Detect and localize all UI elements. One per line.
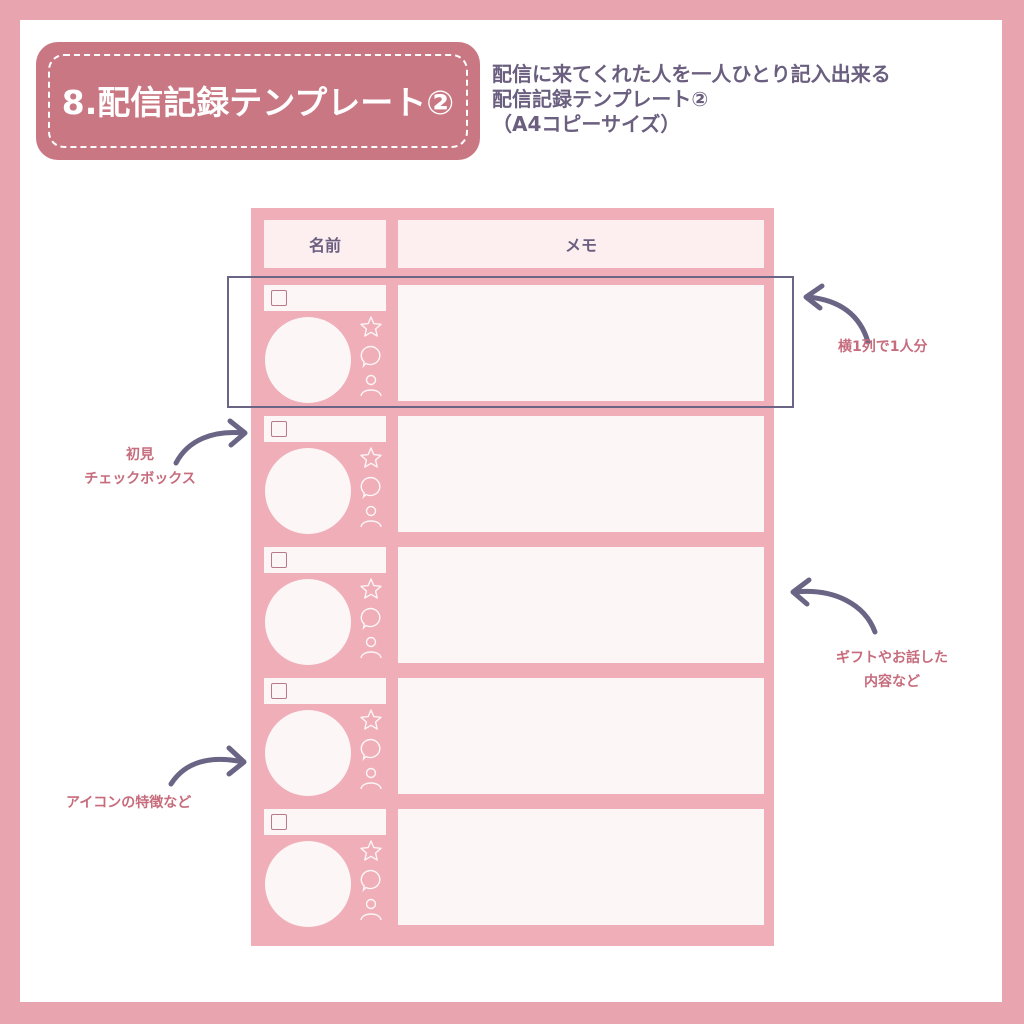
row-icons	[359, 446, 385, 533]
star-icon	[359, 577, 385, 601]
person-icon	[359, 766, 385, 790]
first-time-checkbox[interactable]	[271, 552, 287, 568]
template-row	[251, 678, 774, 809]
avatar-circle	[265, 579, 351, 665]
person-icon	[359, 897, 385, 921]
speech-bubble-icon	[359, 606, 385, 630]
description-line-2: 配信記録テンプレート②	[492, 87, 709, 111]
speech-bubble-icon	[359, 868, 385, 892]
row-icons	[359, 577, 385, 664]
star-icon	[359, 708, 385, 732]
person-icon	[359, 635, 385, 659]
avatar-circle	[265, 317, 351, 403]
template-row	[251, 809, 774, 940]
row-icons	[359, 839, 385, 926]
template-row	[251, 285, 774, 416]
description-line-3: （A4コピーサイズ）	[492, 112, 681, 136]
annotation-gift-talk-line-1: ギフトやお話した	[836, 650, 948, 666]
description: 配信に来てくれた人を一人ひとり記入出来る 配信記録テンプレート② （A4コピーサ…	[492, 62, 891, 137]
memo-field[interactable]	[398, 285, 764, 401]
annotation-first-time-checkbox: 初見 チェックボックス	[70, 443, 210, 491]
record-template-sheet: 名前 メモ	[251, 208, 774, 946]
memo-field[interactable]	[398, 416, 764, 532]
row-icons	[359, 708, 385, 795]
avatar-circle	[265, 841, 351, 927]
memo-field[interactable]	[398, 809, 764, 925]
annotation-first-time-line-1: 初見	[126, 447, 154, 463]
arrow-icon-avatar	[168, 745, 247, 787]
dashed-border	[48, 54, 468, 148]
template-row	[251, 416, 774, 547]
first-time-checkbox[interactable]	[271, 814, 287, 830]
page-title: 8.配信記録テンプレート②	[61, 83, 455, 122]
first-time-checkbox[interactable]	[271, 421, 287, 437]
first-time-checkbox[interactable]	[271, 683, 287, 699]
annotation-gift-talk-line-2: 内容など	[864, 674, 920, 690]
star-icon	[359, 315, 385, 339]
header-memo: メモ	[398, 220, 764, 268]
row-icons	[359, 315, 385, 402]
first-time-checkbox[interactable]	[271, 290, 287, 306]
description-line-1: 配信に来てくれた人を一人ひとり記入出来る	[492, 62, 891, 86]
memo-field[interactable]	[398, 547, 764, 663]
speech-bubble-icon	[359, 475, 385, 499]
star-icon	[359, 839, 385, 863]
person-icon	[359, 504, 385, 528]
arrow-icon-row	[803, 283, 871, 345]
star-icon	[359, 446, 385, 470]
header-name: 名前	[264, 220, 386, 268]
annotation-gift-talk: ギフトやお話した 内容など	[812, 646, 972, 694]
speech-bubble-icon	[359, 344, 385, 368]
annotation-one-row-per-person: 横1列で1人分	[838, 339, 928, 355]
speech-bubble-icon	[359, 737, 385, 761]
annotation-icon-features: アイコンの特徴など	[66, 795, 192, 811]
arrow-icon-memo	[790, 577, 878, 635]
person-icon	[359, 373, 385, 397]
annotation-first-time-line-2: チェックボックス	[84, 471, 196, 487]
avatar-circle	[265, 710, 351, 796]
row-highlight-box	[227, 276, 794, 408]
memo-field[interactable]	[398, 678, 764, 794]
arrow-icon-checkbox	[173, 418, 248, 466]
avatar-circle	[265, 448, 351, 534]
title-badge: 8.配信記録テンプレート②	[36, 42, 480, 160]
template-row	[251, 547, 774, 678]
